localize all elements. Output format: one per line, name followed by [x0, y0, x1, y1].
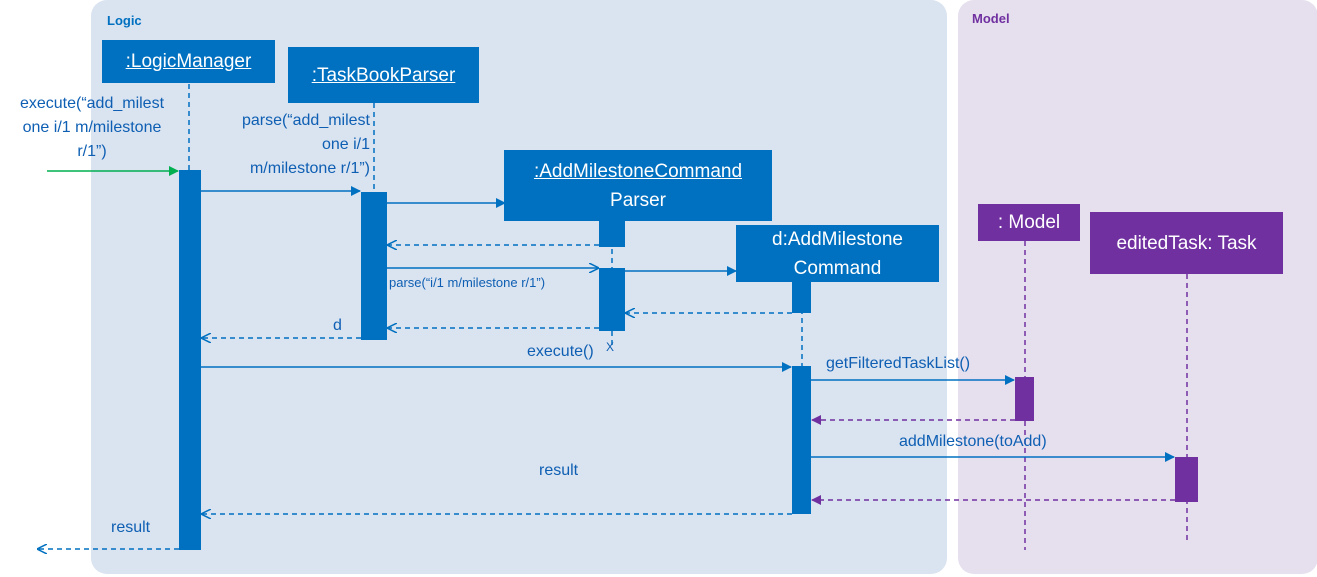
participant-add-parser: :AddMilestoneCommand Parser — [504, 150, 772, 221]
activation-model — [1015, 377, 1034, 421]
participant-logic-manager: :LogicManager — [102, 40, 275, 83]
activation-add-parser — [599, 268, 625, 331]
participant-model: : Model — [978, 204, 1080, 241]
participant-add-command-label-2: Command — [793, 257, 882, 279]
message-get-filtered: getFilteredTaskList() — [826, 355, 971, 372]
model-region — [958, 0, 1317, 574]
activation-add-parser-head — [599, 220, 625, 247]
message-execute-input-line-2: one i/1 m/milestone — [22, 119, 162, 136]
message-return-d: d — [333, 317, 342, 334]
message-result-middle: result — [539, 462, 579, 479]
activation-add-command — [792, 366, 811, 514]
message-add-milestone: addMilestone(toAdd) — [899, 433, 1047, 450]
activation-logic-manager — [179, 170, 201, 550]
message-parse: parse(“add_milest one i/1 m/milestone r/… — [205, 109, 370, 181]
message-parse-line-2: one i/1 — [321, 136, 370, 153]
participant-logic-manager-label: :LogicManager — [125, 51, 252, 72]
participant-add-parser-label-1: :AddMilestoneCommand — [533, 160, 743, 182]
activation-add-command-head — [792, 282, 811, 313]
message-execute-call: execute() — [527, 343, 594, 360]
participant-edited-task-label: editedTask: Task — [1116, 232, 1257, 254]
participant-add-command-label-1: d:AddMilestone — [772, 228, 903, 250]
participant-edited-task: editedTask: Task — [1090, 212, 1283, 274]
logic-region-title: Logic — [107, 13, 142, 28]
message-destroy-mark: X — [606, 340, 615, 354]
participant-add-parser-label-2: Parser — [610, 189, 666, 211]
model-region-title: Model — [972, 11, 1010, 26]
activation-taskbook-parser — [361, 192, 387, 340]
participant-model-label: : Model — [997, 212, 1061, 233]
message-execute-input: execute(“add_milest one i/1 m/milestone … — [2, 92, 182, 164]
message-execute-input-line-3: r/1”) — [77, 143, 107, 160]
participant-taskbook-parser: :TaskBookParser — [288, 47, 479, 103]
activation-edited-task — [1175, 457, 1198, 502]
participant-taskbook-parser-label: :TaskBookParser — [311, 64, 456, 86]
message-parse-args: parse(“i/1 m/milestone r/1”) — [389, 275, 546, 290]
message-parse-line-3: m/milestone r/1”) — [249, 160, 370, 177]
message-result-out: result — [111, 519, 151, 536]
message-parse-line-1: parse(“add_milest — [241, 112, 370, 129]
message-execute-input-line-1: execute(“add_milest — [19, 95, 165, 112]
participant-add-command: d:AddMilestone Command — [736, 225, 939, 282]
